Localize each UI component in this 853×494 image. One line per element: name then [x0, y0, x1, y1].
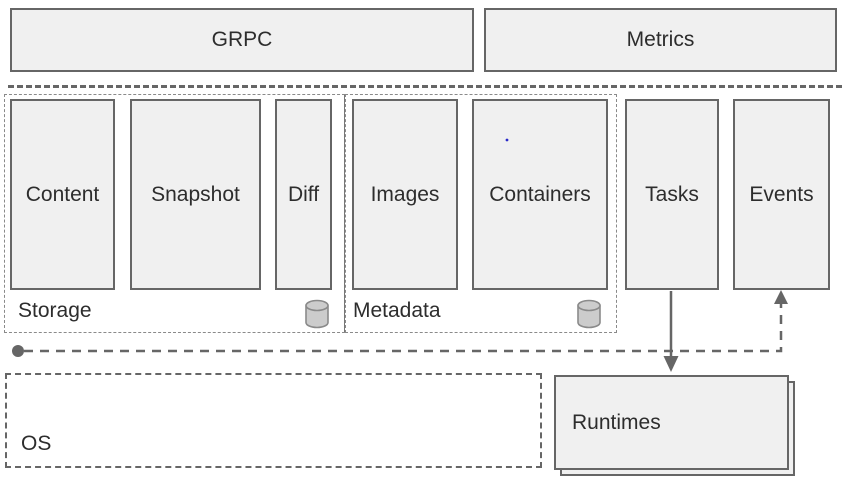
metrics-box: Metrics — [484, 8, 837, 72]
grpc-label: GRPC — [211, 28, 273, 51]
tasks-label: Tasks — [645, 182, 699, 206]
containers-label: Containers — [489, 182, 591, 206]
diff-label: Diff — [287, 182, 320, 206]
containers-box: Containers — [472, 99, 608, 290]
metadata-label: Metadata — [353, 299, 441, 322]
runtimes-box: Runtimes — [554, 375, 789, 470]
os-label: OS — [21, 432, 52, 455]
events-label: Events — [749, 182, 814, 206]
snapshot-label: Snapshot — [151, 182, 240, 206]
arrow-up-icon — [774, 290, 788, 304]
content-box: Content — [10, 99, 115, 290]
tasks-to-runtimes-arrow — [663, 291, 679, 372]
os-box: OS — [5, 373, 542, 468]
database-icon — [577, 299, 601, 329]
images-box: Images — [352, 99, 458, 290]
diff-box: Diff — [275, 99, 332, 290]
arrow-down-icon — [663, 356, 679, 372]
tasks-box: Tasks — [625, 99, 719, 290]
group-divider — [344, 95, 345, 332]
content-label: Content — [25, 182, 100, 206]
daemon-boundary-line — [8, 85, 842, 88]
events-box: Events — [733, 99, 830, 290]
storage-label: Storage — [18, 299, 92, 322]
database-icon — [305, 299, 329, 329]
metrics-label: Metrics — [626, 28, 695, 51]
images-label: Images — [370, 182, 440, 206]
runtimes-label: Runtimes — [572, 410, 661, 434]
grpc-box: GRPC — [10, 8, 474, 72]
snapshot-box: Snapshot — [130, 99, 261, 290]
